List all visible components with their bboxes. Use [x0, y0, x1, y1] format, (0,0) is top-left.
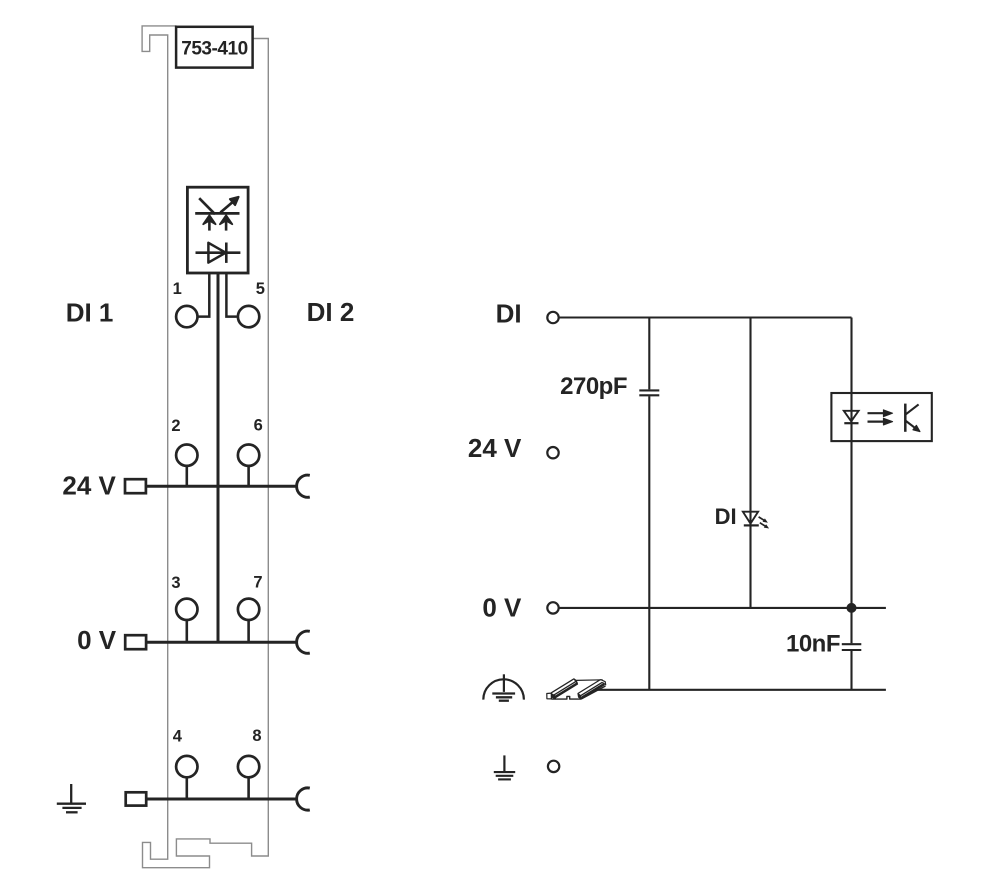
svg-text:4: 4: [173, 727, 183, 745]
svg-text:DI 1: DI 1: [66, 298, 114, 328]
svg-text:0 V: 0 V: [482, 593, 522, 623]
svg-text:7: 7: [253, 573, 262, 591]
svg-text:DI 2: DI 2: [307, 297, 355, 327]
svg-text:1: 1: [173, 280, 182, 298]
svg-text:6: 6: [254, 416, 263, 434]
svg-text:5: 5: [256, 280, 265, 298]
svg-text:753-410: 753-410: [181, 39, 248, 60]
svg-text:8: 8: [252, 727, 261, 745]
svg-text:0 V: 0 V: [77, 625, 117, 655]
svg-text:10nF: 10nF: [786, 630, 840, 657]
svg-text:24 V: 24 V: [62, 470, 116, 500]
svg-text:DI: DI: [715, 504, 737, 529]
svg-text:3: 3: [171, 574, 180, 592]
svg-text:2: 2: [171, 417, 180, 435]
svg-text:270pF: 270pF: [560, 373, 627, 400]
svg-text:24 V: 24 V: [468, 433, 522, 463]
svg-text:DI: DI: [496, 299, 522, 329]
